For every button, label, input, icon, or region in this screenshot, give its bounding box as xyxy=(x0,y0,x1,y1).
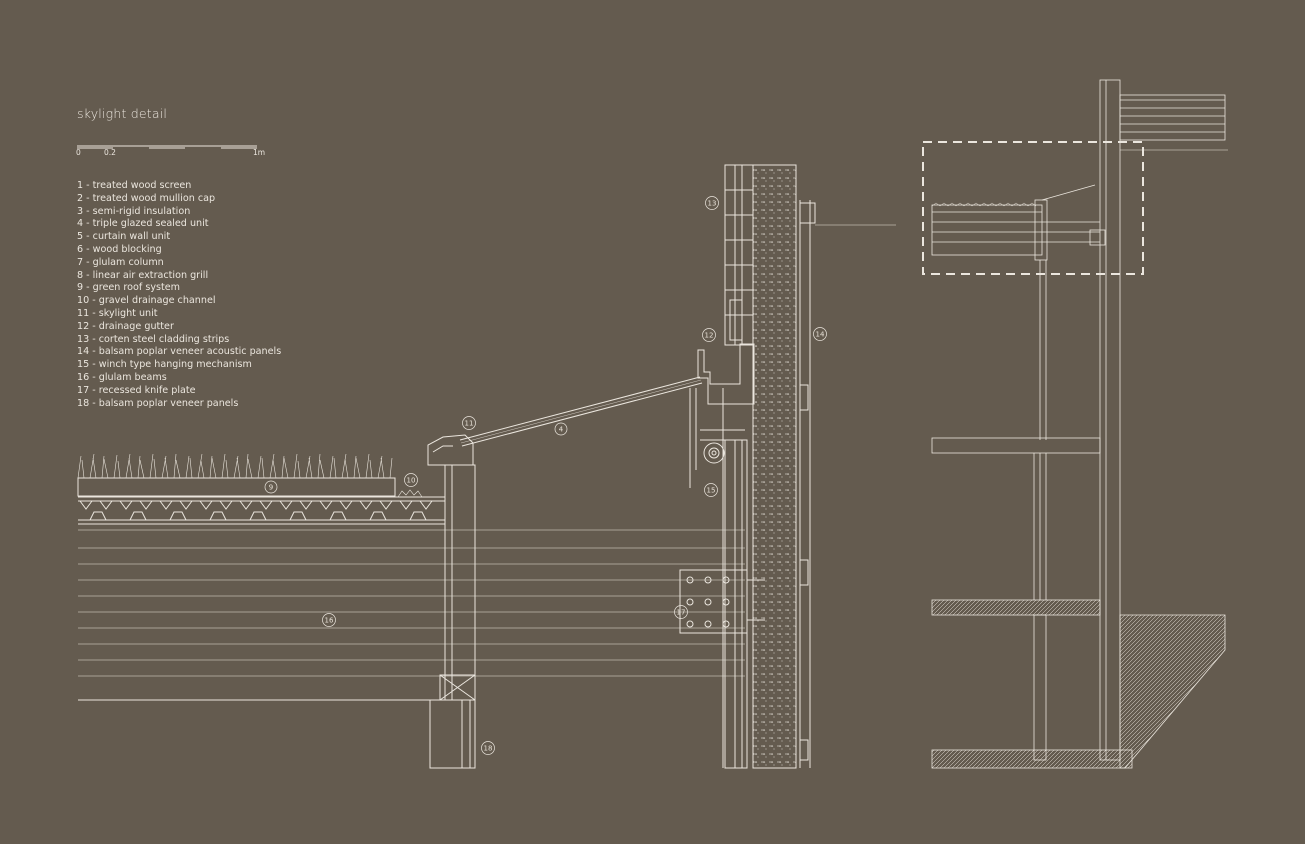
scale-label-0-2: 0.2 xyxy=(104,148,116,157)
scale-bar xyxy=(77,145,257,149)
legend-item: 8 - linear air extraction grill xyxy=(77,269,209,281)
tag-4: 4 xyxy=(554,422,568,436)
wall-assembly xyxy=(689,164,755,769)
legend-item: 13 - corten steel cladding strips xyxy=(77,333,230,345)
svg-text:4: 4 xyxy=(559,426,564,434)
legend-item: 7 - glulam column xyxy=(77,256,164,268)
tag-16: 16 xyxy=(322,613,336,627)
svg-text:17: 17 xyxy=(677,609,686,617)
overview-section xyxy=(931,79,1228,769)
svg-text:12: 12 xyxy=(705,332,714,340)
glulam-beams xyxy=(78,529,745,701)
skylight-curb xyxy=(427,434,476,769)
legend-item: 18 - balsam poplar veneer panels xyxy=(77,397,239,409)
legend-item: 10 - gravel drainage channel xyxy=(77,295,216,307)
svg-text:16: 16 xyxy=(325,617,334,625)
skylight-glazing xyxy=(459,376,703,447)
legend-item: 14 - balsam poplar veneer acoustic panel… xyxy=(77,346,282,358)
legend-item: 2 - treated wood mullion cap xyxy=(77,192,216,204)
tag-12: 12 xyxy=(702,328,716,342)
detail-callout-box xyxy=(922,141,1144,275)
tag-11: 11 xyxy=(462,416,476,430)
legend-item: 16 - glulam beams xyxy=(77,371,167,383)
concrete-wall xyxy=(752,164,797,769)
tag-9: 9 xyxy=(264,480,278,494)
corten-cladding xyxy=(799,200,896,768)
green-roof-buildup xyxy=(77,477,445,525)
legend-item: 9 - green roof system xyxy=(77,282,181,294)
legend-item: 1 - treated wood screen xyxy=(77,180,192,191)
legend-item: 3 - semi-rigid insulation xyxy=(77,205,191,217)
legend-item: 12 - drainage gutter xyxy=(77,320,174,332)
tag-15: 15 xyxy=(704,483,718,497)
tag-18: 18 xyxy=(481,741,495,755)
svg-text:10: 10 xyxy=(407,477,416,485)
scale-label-1m: 1m xyxy=(253,148,266,157)
svg-text:11: 11 xyxy=(465,420,474,428)
drawing-title: skylight detail xyxy=(77,106,168,121)
svg-text:18: 18 xyxy=(484,745,493,753)
green-roof-grass xyxy=(77,453,393,479)
knife-plate xyxy=(679,569,765,634)
tag-13: 13 xyxy=(705,196,719,210)
svg-text:9: 9 xyxy=(269,484,273,492)
legend-item: 5 - curtain wall unit xyxy=(77,231,171,243)
legend-item: 15 - winch type hanging mechanism xyxy=(77,359,252,371)
legend-item: 11 - skylight unit xyxy=(77,307,158,319)
legend-item: 4 - triple glazed sealed unit xyxy=(77,218,209,230)
legend-list: 1 - treated wood screen 2 - treated wood… xyxy=(77,180,281,410)
legend-item: 17 - recessed knife plate xyxy=(77,384,196,396)
legend-item: 6 - wood blocking xyxy=(77,243,162,255)
svg-text:13: 13 xyxy=(708,200,717,208)
scale-label-0: 0 xyxy=(76,148,81,157)
svg-text:14: 14 xyxy=(816,331,825,339)
tag-14: 14 xyxy=(813,327,827,341)
tag-17: 17 xyxy=(674,605,688,619)
svg-text:15: 15 xyxy=(707,487,716,495)
tag-10: 10 xyxy=(404,473,418,487)
